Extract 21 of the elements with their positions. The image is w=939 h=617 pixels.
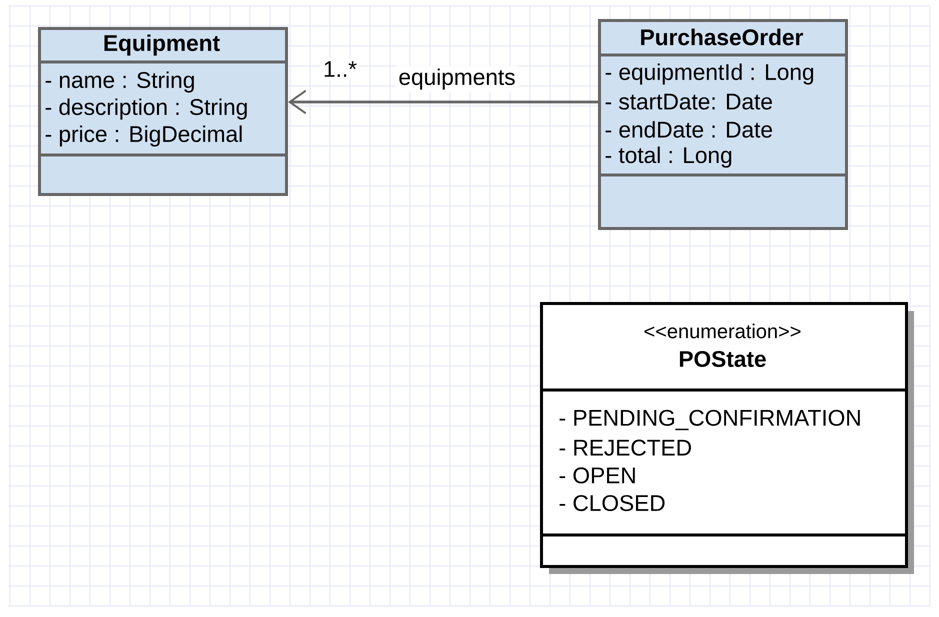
class-name: Equipment [104,34,220,56]
enum-literal: - OPEN [560,467,635,484]
class-name: PurchaseOrder [641,28,804,46]
class-name: POState [680,350,766,368]
stereotype-text: <<enumeration>> [644,324,800,338]
attribute-text: - description : String [46,98,247,120]
enum-literal: - PENDING_CONFIRMATION [560,410,860,430]
class-box [38,27,288,196]
association-arrow [288,90,598,114]
attribute-text: - price : BigDecimal [46,125,242,147]
multiplicity-label: 1..* [320,58,360,80]
class-box [540,302,914,574]
edge-label: equipments [396,66,518,92]
attribute-text: - equipmentId : Long [606,63,814,85]
enum-literal: - CLOSED [560,495,665,512]
attribute-text: - endDate : Date [606,121,772,138]
class-box [598,19,848,230]
enum-literal: - REJECTED [560,440,691,456]
attribute-text: - name : String [46,71,194,93]
attribute-text: - total : Long [606,146,732,168]
attribute-text: - startDate: Date [606,94,772,110]
